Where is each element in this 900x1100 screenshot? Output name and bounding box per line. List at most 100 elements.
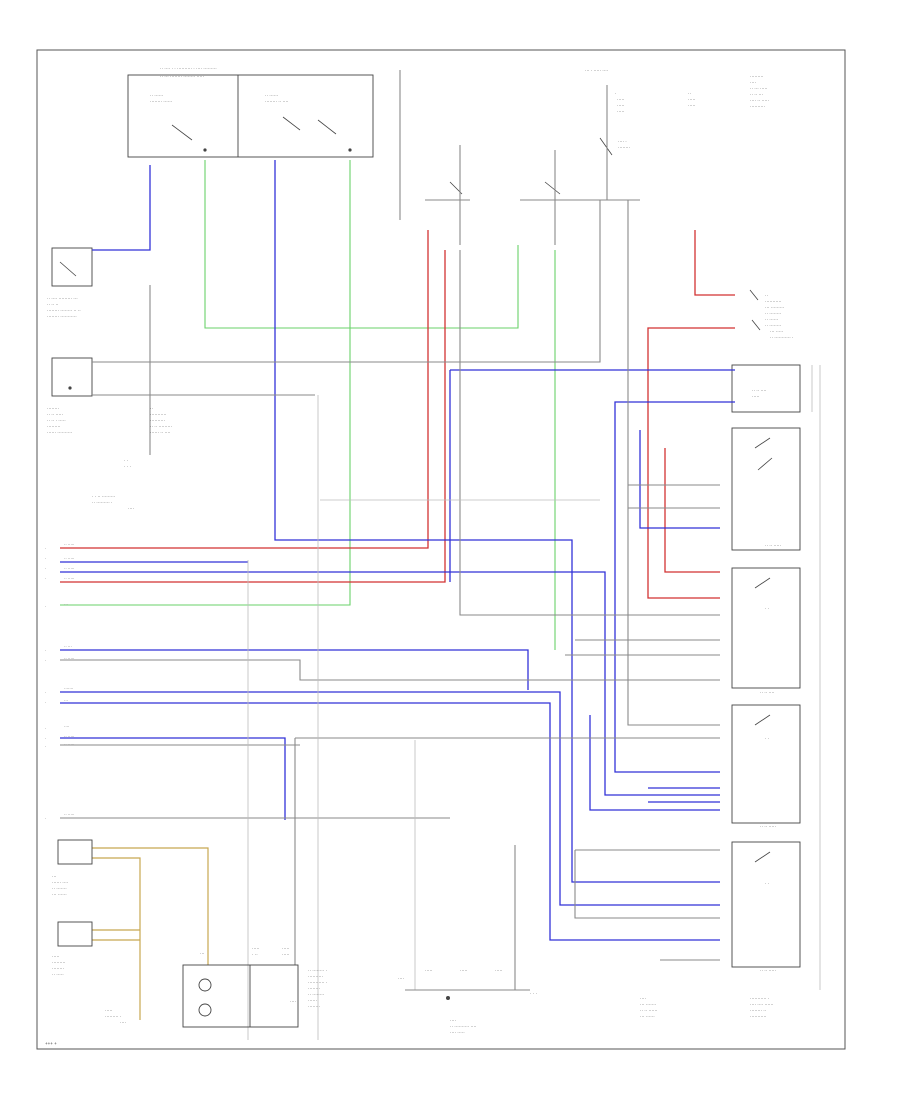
svg-text:·· ·····: ·· ····· <box>64 542 74 547</box>
svg-text:···: ··· <box>52 874 57 879</box>
svg-text:·: · <box>45 604 46 609</box>
svg-text:· · ·· ·········: · · ·· ········· <box>92 494 115 499</box>
svg-text:·····: ····· <box>688 97 696 102</box>
svg-text:·· ········: ·· ········ <box>765 311 781 316</box>
svg-text:·····: ····· <box>752 394 760 399</box>
svg-text:········: ········ <box>47 406 59 411</box>
svg-text:· ·: · · <box>765 881 769 886</box>
svg-text:··· ·······: ··· ······· <box>640 1002 656 1007</box>
ignition-section: ··· · ····· ···· · ····· ····· ····· ·· … <box>399 68 769 245</box>
svg-text:·· ······: ·· ······ <box>265 93 278 98</box>
svg-text:··· · ····· ····: ··· · ····· ···· <box>585 68 608 73</box>
svg-text:·····: ····· <box>52 954 60 959</box>
svg-text:·· ······: ·· ······ <box>150 93 163 98</box>
diagram-frame <box>36 49 846 1050</box>
svg-text:·: · <box>45 556 46 561</box>
svg-text:·· ···· ········· ···: ·· ···· ········· ··· <box>47 296 78 301</box>
svg-text:·· ···: ·· ··· <box>64 644 72 649</box>
svg-text:········ ·· ····: ········ ·· ···· <box>265 99 288 104</box>
svg-text:·· ······: ·· ······ <box>765 317 778 322</box>
red-wires <box>60 230 735 599</box>
svg-text:·· ·· ··: ·· ·· ·· <box>47 302 59 307</box>
sensor-box-left: ········ ·· ·· ····· ·· ·· · ····· ·····… <box>47 357 172 511</box>
svg-text:··: ·· <box>765 293 768 298</box>
svg-text:········: ········ <box>308 986 320 991</box>
svg-text:· ·: · · <box>765 736 769 741</box>
svg-text:·: · <box>45 700 46 705</box>
svg-text:········ ········ ·· ··: ········ ········ ·· ·· <box>47 308 81 313</box>
svg-text:·· ·····: ·· ····· <box>64 734 74 739</box>
svg-text:····: ···· <box>64 724 69 729</box>
svg-text:·: · <box>615 91 617 96</box>
svg-text:··: ·· <box>150 406 153 411</box>
svg-text:···········: ··········· <box>150 412 166 417</box>
svg-text:· ·: · · <box>765 606 769 611</box>
svg-text:·· ·· ·····: ·· ·· ····· <box>760 968 776 973</box>
svg-text:······ ····: ······ ···· <box>52 880 68 885</box>
svg-text:·····: ····· <box>105 1008 113 1013</box>
svg-text:·· ·· · ·····: ·· ·· · ····· <box>47 418 66 423</box>
svg-text:·········: ········· <box>52 960 66 965</box>
svg-text:·····: ····· <box>425 968 433 973</box>
svg-text:·· ·· ····: ·· ·· ···· <box>752 388 767 393</box>
svg-text:···· ···· ······: ···· ···· ······ <box>750 1002 773 1007</box>
svg-text:···· ·· ·····: ···· ·· ····· <box>750 98 769 103</box>
svg-text:··· ······: ··· ······ <box>640 1014 655 1019</box>
svg-text:·· ···· · · ·········· · ····: ·· ···· · · ·········· · ···· ········· <box>160 66 217 71</box>
svg-text:········: ········ <box>618 145 630 150</box>
svg-text:········: ········ <box>52 966 64 971</box>
sensors-bottom-left: ··· ······ ···· ·· ······· ··· ······ ··… <box>52 839 126 1025</box>
svg-text:······ ·· ····: ······ ·· ···· <box>150 430 170 435</box>
ground-bottom-right: ···· ··· ······· ·· ·· ······ ··· ······ <box>640 996 658 1019</box>
blue-wires <box>60 160 735 941</box>
svg-text:··: ·· <box>688 91 691 96</box>
svg-text:··········· ·: ··········· · <box>308 980 327 985</box>
svg-text:·········: ········· <box>750 74 764 79</box>
svg-text:·······: ······· <box>64 686 73 691</box>
svg-text:· ··: · ·· <box>252 952 258 957</box>
svg-text:······ ··········: ······ ·········· <box>47 430 72 435</box>
svg-text:···· ·····: ···· ····· <box>450 1030 465 1035</box>
svg-text:·: · <box>45 744 46 749</box>
svg-text:····: ···· <box>450 1018 456 1023</box>
svg-text:·····: ····· <box>617 103 625 108</box>
svg-text:·· ········ ·: ·· ········ · <box>308 968 327 973</box>
svg-text:·· ·····: ·· ····· <box>64 566 74 571</box>
svg-text:·: · <box>45 690 46 695</box>
svg-text:·····: ····· <box>252 946 260 951</box>
svg-text:·· ·····: ·· ····· <box>64 812 74 817</box>
svg-text:·····: ····· <box>688 103 696 108</box>
svg-text:·· ········: ·· ········ <box>765 323 781 328</box>
svg-text:····: ···· <box>120 1020 126 1025</box>
svg-text:·: · <box>45 648 46 653</box>
svg-text:··· ·········: ··· ········· <box>765 305 784 310</box>
svg-text:··· ······: ··· ······ <box>52 892 67 897</box>
svg-text:·· ·····: ·· ····· <box>64 656 74 661</box>
svg-text:· ·: · · <box>124 458 128 463</box>
svg-text:·: · <box>45 726 46 731</box>
svg-text:·· ·· ·····: ·· ·· ····· <box>760 824 776 829</box>
svg-text:·· ·······: ·· ······· <box>52 886 67 891</box>
svg-text:·····: ····· <box>460 968 468 973</box>
svg-text:·· ··········· ·: ·· ··········· · <box>770 335 793 340</box>
svg-text:··· ·····: ··· ····· <box>770 329 783 334</box>
svg-text:·· ·····: ·· ····· <box>64 556 74 561</box>
svg-text:··········: ·········· <box>150 418 165 423</box>
svg-text:····: ···· <box>290 999 296 1004</box>
svg-text:·: · <box>45 546 46 551</box>
svg-text:········ ···········: ········ ··········· <box>47 314 77 319</box>
svg-text:·····: ····· <box>495 968 503 973</box>
svg-text:·: · <box>45 576 46 581</box>
svg-text:···: ··· <box>64 602 68 607</box>
svg-text:····: ···· <box>750 80 756 85</box>
svg-text:····: ···· <box>128 506 134 511</box>
svg-text:··········: ·········· <box>750 104 765 109</box>
svg-text:·· ········· ·: ·· ········· · <box>92 500 112 505</box>
svg-text:·· ·· ···: ·· ·· ··· <box>750 92 763 97</box>
svg-text:·· ·····: ·· ····· <box>64 742 74 747</box>
svg-text:·····: ····· <box>617 109 625 114</box>
svg-text:·····: ····· <box>617 97 625 102</box>
svg-text:···· ·: ···· · <box>618 139 627 144</box>
svg-text:····: ···· <box>640 996 646 1001</box>
svg-text:···········: ··········· <box>765 299 781 304</box>
